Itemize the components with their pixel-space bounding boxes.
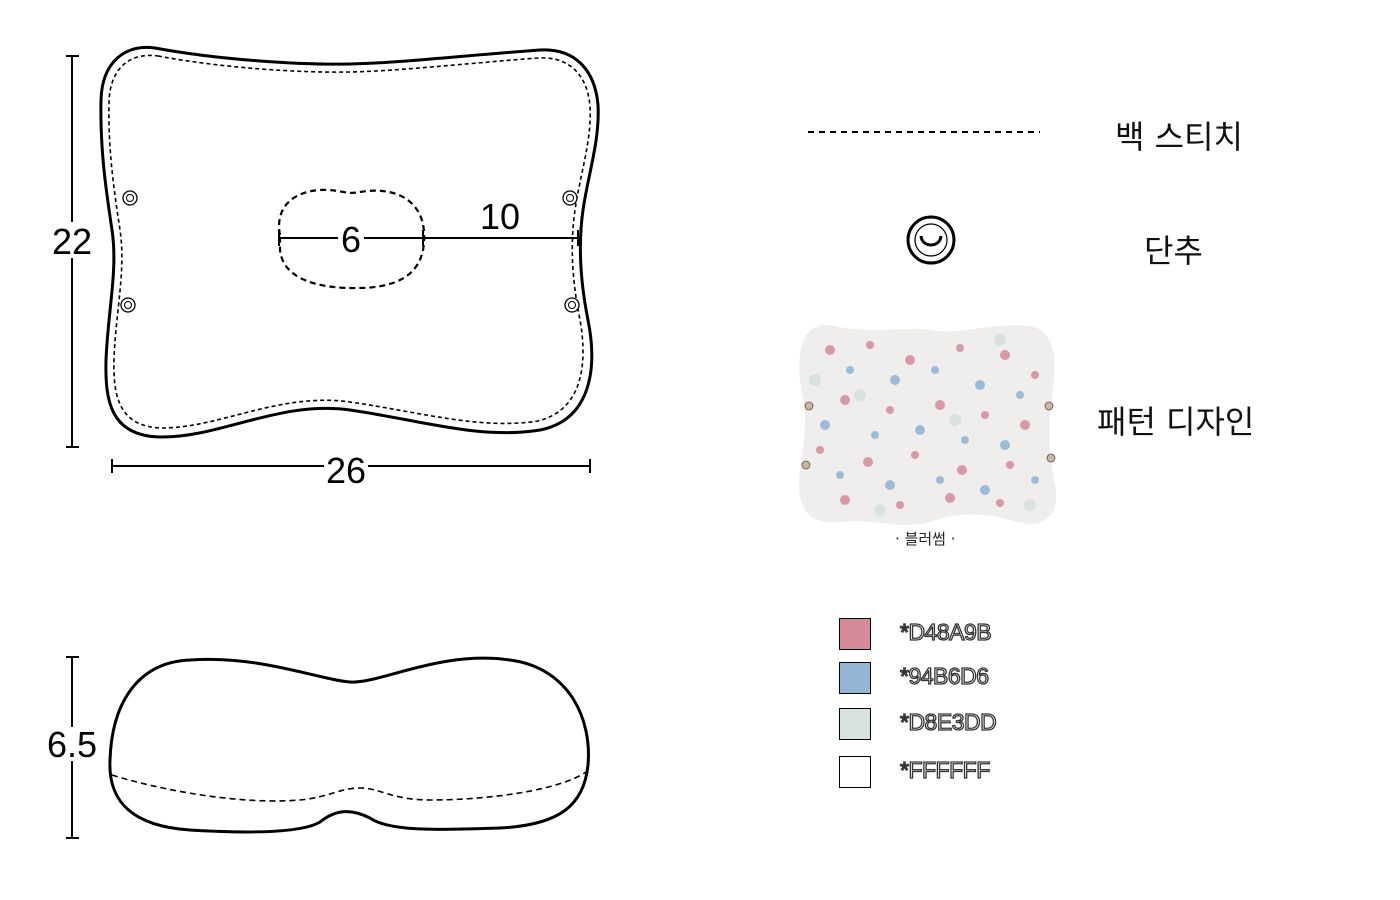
pillow-side-outline [108, 656, 590, 834]
button-label: 단추 [1144, 232, 1203, 270]
button-legend-icon [906, 215, 956, 265]
thickness-label: 6.5 [47, 724, 97, 765]
pillow-side-stitch [111, 771, 587, 802]
color-code-blue: *94B6D6 [899, 662, 989, 689]
button-icon [120, 297, 136, 313]
button-icon [122, 190, 138, 206]
color-swatch-blue [839, 662, 871, 694]
color-code-mint: *D8E3DD [899, 708, 997, 735]
button-icon [562, 190, 578, 206]
color-swatch-mint [839, 708, 871, 740]
color-swatch-white [839, 756, 871, 788]
hole-dimension-line [278, 230, 579, 246]
hole-width-label: 6 [341, 219, 361, 260]
color-swatch-pink [839, 618, 871, 650]
button-icon [564, 297, 580, 313]
pillow-top-stitch [108, 54, 592, 429]
pattern-design-label: 패턴 디자인 [1097, 403, 1255, 441]
back-stitch-label: 백 스티치 [1115, 118, 1243, 156]
height-label: 22 [52, 221, 92, 262]
width-label: 26 [326, 450, 366, 491]
pattern-pillow-image [799, 324, 1057, 525]
pattern-name-caption: · 블러썸 · [895, 530, 956, 548]
color-code-pink: *D48A9B [899, 618, 992, 645]
color-code-white: *FFFFFF [899, 756, 991, 783]
hole-to-edge-label: 10 [480, 196, 520, 237]
